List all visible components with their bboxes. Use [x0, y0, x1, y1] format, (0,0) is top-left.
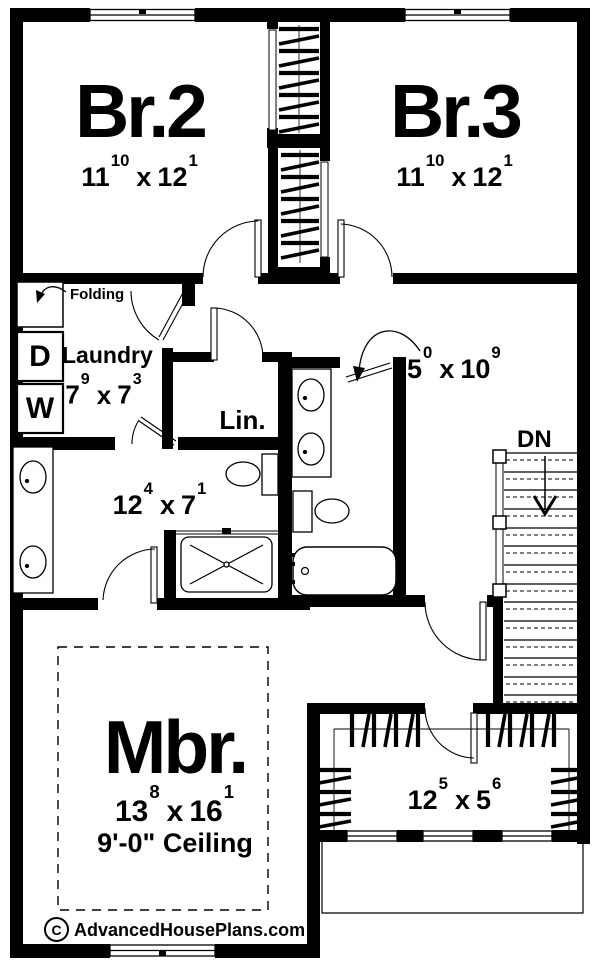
stairs [492, 449, 578, 703]
br3-room-label: Br.3 [390, 69, 523, 153]
hall-bath-vanity [291, 368, 332, 478]
window-closet-3 [501, 830, 553, 842]
window-br2 [89, 8, 196, 22]
stair-railing [492, 449, 507, 598]
master-bath-vanity [12, 446, 54, 594]
folding-arrow [36, 286, 67, 303]
br3-closet-rod [280, 150, 320, 263]
door-br2 [202, 219, 262, 278]
closet-hatching [278, 25, 584, 830]
dryer-box [15, 330, 65, 383]
door-master-bath [131, 416, 177, 446]
dryer-label: D [29, 339, 51, 373]
door-laundry [130, 288, 190, 341]
window-br3 [404, 8, 511, 22]
stair-treads [504, 452, 578, 696]
laundry-room-label: Laundry [62, 342, 153, 368]
washer-box [15, 382, 65, 435]
br2-closet-rod [278, 25, 320, 134]
ceiling-dashed-outline [57, 646, 269, 911]
sliding-door-br2-closet [268, 29, 277, 131]
folding-label: Folding [70, 286, 125, 303]
master-bath-toilet [225, 453, 279, 496]
door-hall-bath [345, 362, 393, 383]
door-mbr-entry [424, 601, 487, 661]
annotation-graphics [36, 286, 584, 914]
door-br3 [337, 219, 393, 278]
walkin-closet-rods [318, 713, 584, 830]
door-walkin-closet [424, 707, 478, 764]
linen-closet-label: Lin. [219, 405, 266, 435]
window-closet-1 [346, 830, 398, 842]
mbr-ceiling-note: 9'-0" Ceiling [97, 828, 253, 858]
shower [176, 528, 278, 593]
washer-label: W [25, 391, 55, 425]
window-mbr [109, 944, 216, 957]
door-bath-to-mbr [102, 546, 158, 604]
stair-nosings [506, 459, 576, 703]
fixtures [12, 281, 397, 596]
doors [102, 29, 487, 764]
hall-bath-arrow [353, 330, 421, 382]
mbr-room-label: Mbr. [103, 705, 249, 789]
bathtub [290, 546, 397, 596]
stairs-down-label: DN [517, 426, 552, 453]
copyright: C AdvancedHousePlans.com [44, 917, 305, 942]
copyright-icon: C [44, 917, 69, 942]
copyright-site: AdvancedHousePlans.com [74, 919, 306, 940]
down-arrow [532, 456, 558, 517]
roof-outline [321, 842, 584, 914]
hall-bath-toilet [292, 490, 350, 533]
folding-counter [16, 281, 64, 328]
door-linen [210, 307, 264, 361]
sliding-door-br3-closet [320, 161, 329, 258]
br2-room-label: Br.2 [75, 69, 208, 153]
windows [89, 8, 553, 957]
window-closet-2 [422, 830, 474, 842]
